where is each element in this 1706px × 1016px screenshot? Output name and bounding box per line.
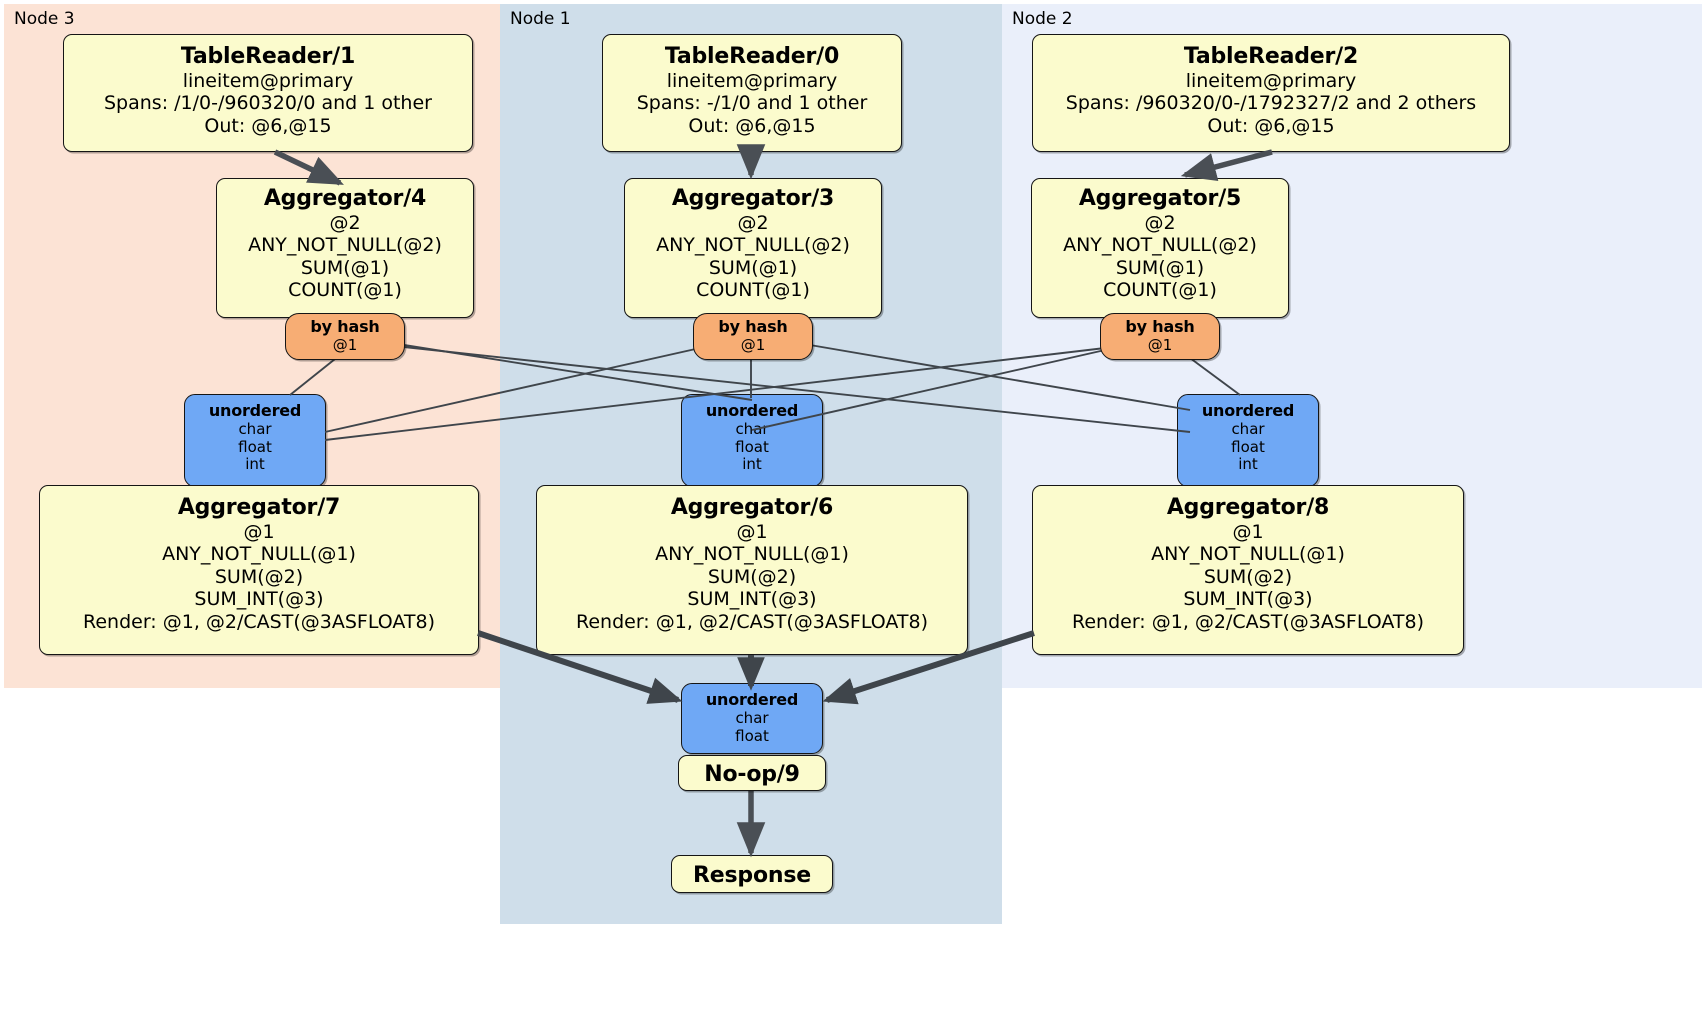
box-line: COUNT(@1) (1103, 279, 1217, 302)
box-line: SUM(@1) (708, 256, 798, 279)
stream-line: int (742, 455, 762, 474)
router-title: by hash (1125, 317, 1195, 336)
box-title: Aggregator/6 (670, 495, 834, 520)
box-line: SUM(@2) (1203, 565, 1293, 588)
box-table-reader-1[interactable]: TableReader/1 lineitem@primary Spans: /1… (63, 34, 473, 152)
stream-title: unordered (705, 690, 799, 709)
router-title: by hash (718, 317, 788, 336)
panel-node-2-label: Node 2 (1012, 9, 1073, 29)
box-line: @1 (243, 520, 275, 543)
box-line: @2 (329, 211, 361, 234)
stream-unordered-final[interactable]: unordered char float (681, 683, 823, 754)
box-line: ANY_NOT_NULL(@2) (656, 234, 850, 257)
box-title: Aggregator/8 (1166, 495, 1330, 520)
box-aggregator-7[interactable]: Aggregator/7 @1 ANY_NOT_NULL(@1) SUM(@2)… (39, 485, 479, 655)
box-aggregator-3[interactable]: Aggregator/3 @2 ANY_NOT_NULL(@2) SUM(@1)… (624, 178, 882, 318)
box-line: lineitem@primary (182, 69, 354, 92)
box-no-op-9[interactable]: No-op/9 (678, 755, 826, 791)
box-line: ANY_NOT_NULL(@1) (1151, 543, 1345, 566)
box-line: Out: @6,@15 (204, 114, 332, 137)
stream-line: float (238, 437, 272, 456)
box-title: TableReader/0 (664, 44, 840, 69)
router-by-hash-center[interactable]: by hash @1 (693, 313, 813, 360)
router-by-hash-left[interactable]: by hash @1 (285, 313, 405, 360)
box-title: Aggregator/7 (177, 495, 341, 520)
box-line: ANY_NOT_NULL(@2) (1063, 234, 1257, 257)
box-line: SUM_INT(@3) (687, 588, 817, 611)
box-line: COUNT(@1) (696, 279, 810, 302)
stream-line: char (1231, 419, 1265, 438)
box-line: COUNT(@1) (288, 279, 402, 302)
box-aggregator-5[interactable]: Aggregator/5 @2 ANY_NOT_NULL(@2) SUM(@1)… (1031, 178, 1289, 318)
box-line: ANY_NOT_NULL(@1) (655, 543, 849, 566)
stream-unordered-left[interactable]: unordered char float int (184, 394, 326, 487)
box-line: @2 (737, 211, 769, 234)
router-line: @1 (332, 335, 358, 354)
box-line: lineitem@primary (666, 69, 838, 92)
box-line: SUM(@2) (214, 565, 304, 588)
box-title: TableReader/2 (1183, 44, 1359, 69)
router-line: @1 (1147, 335, 1173, 354)
stream-line: char (238, 419, 272, 438)
stream-line: char (735, 708, 769, 727)
stream-line: float (735, 437, 769, 456)
box-line: SUM(@2) (707, 565, 797, 588)
box-line: @1 (736, 520, 768, 543)
router-title: by hash (310, 317, 380, 336)
box-title: Aggregator/5 (1078, 186, 1242, 211)
box-title: TableReader/1 (180, 44, 356, 69)
box-line: Spans: /960320/0-/1792327/2 and 2 others (1065, 92, 1477, 115)
box-line: @2 (1144, 211, 1176, 234)
box-aggregator-6[interactable]: Aggregator/6 @1 ANY_NOT_NULL(@1) SUM(@2)… (536, 485, 968, 655)
box-aggregator-4[interactable]: Aggregator/4 @2 ANY_NOT_NULL(@2) SUM(@1)… (216, 178, 474, 318)
box-line: @1 (1232, 520, 1264, 543)
stream-line: float (735, 726, 769, 745)
box-response[interactable]: Response (671, 855, 833, 893)
box-line: SUM(@1) (1115, 256, 1205, 279)
stream-title: unordered (208, 401, 302, 420)
stream-title: unordered (1201, 401, 1295, 420)
box-table-reader-2[interactable]: TableReader/2 lineitem@primary Spans: /9… (1032, 34, 1510, 152)
box-line: SUM(@1) (300, 256, 390, 279)
box-aggregator-8[interactable]: Aggregator/8 @1 ANY_NOT_NULL(@1) SUM(@2)… (1032, 485, 1464, 655)
box-line: Out: @6,@15 (688, 114, 816, 137)
router-line: @1 (740, 335, 766, 354)
box-line: lineitem@primary (1185, 69, 1357, 92)
stream-title: unordered (705, 401, 799, 420)
box-title: Aggregator/4 (263, 186, 427, 211)
stream-line: float (1231, 437, 1265, 456)
stream-unordered-right[interactable]: unordered char float int (1177, 394, 1319, 487)
box-line-render: Render: @1, @2/CAST(@3ASFLOAT8) (1072, 610, 1424, 633)
box-line: ANY_NOT_NULL(@1) (162, 543, 356, 566)
panel-node-3-label: Node 3 (14, 9, 75, 29)
stream-line: int (1238, 455, 1258, 474)
box-line: Spans: /1/0-/960320/0 and 1 other (104, 92, 432, 115)
box-line: ANY_NOT_NULL(@2) (248, 234, 442, 257)
stream-line: int (245, 455, 265, 474)
stream-line: char (735, 419, 769, 438)
stream-unordered-center[interactable]: unordered char float int (681, 394, 823, 487)
router-by-hash-right[interactable]: by hash @1 (1100, 313, 1220, 360)
box-line: Spans: -/1/0 and 1 other (636, 92, 868, 115)
box-line-render: Render: @1, @2/CAST(@3ASFLOAT8) (576, 610, 928, 633)
box-title: No-op/9 (704, 761, 800, 787)
panel-node-1-label: Node 1 (510, 9, 571, 29)
box-table-reader-0[interactable]: TableReader/0 lineitem@primary Spans: -/… (602, 34, 902, 152)
box-line: SUM_INT(@3) (1183, 588, 1313, 611)
box-title: Aggregator/3 (671, 186, 835, 211)
box-line: SUM_INT(@3) (194, 588, 324, 611)
box-line: Out: @6,@15 (1207, 114, 1335, 137)
box-title: Response (693, 863, 811, 889)
box-line-render: Render: @1, @2/CAST(@3ASFLOAT8) (83, 610, 435, 633)
